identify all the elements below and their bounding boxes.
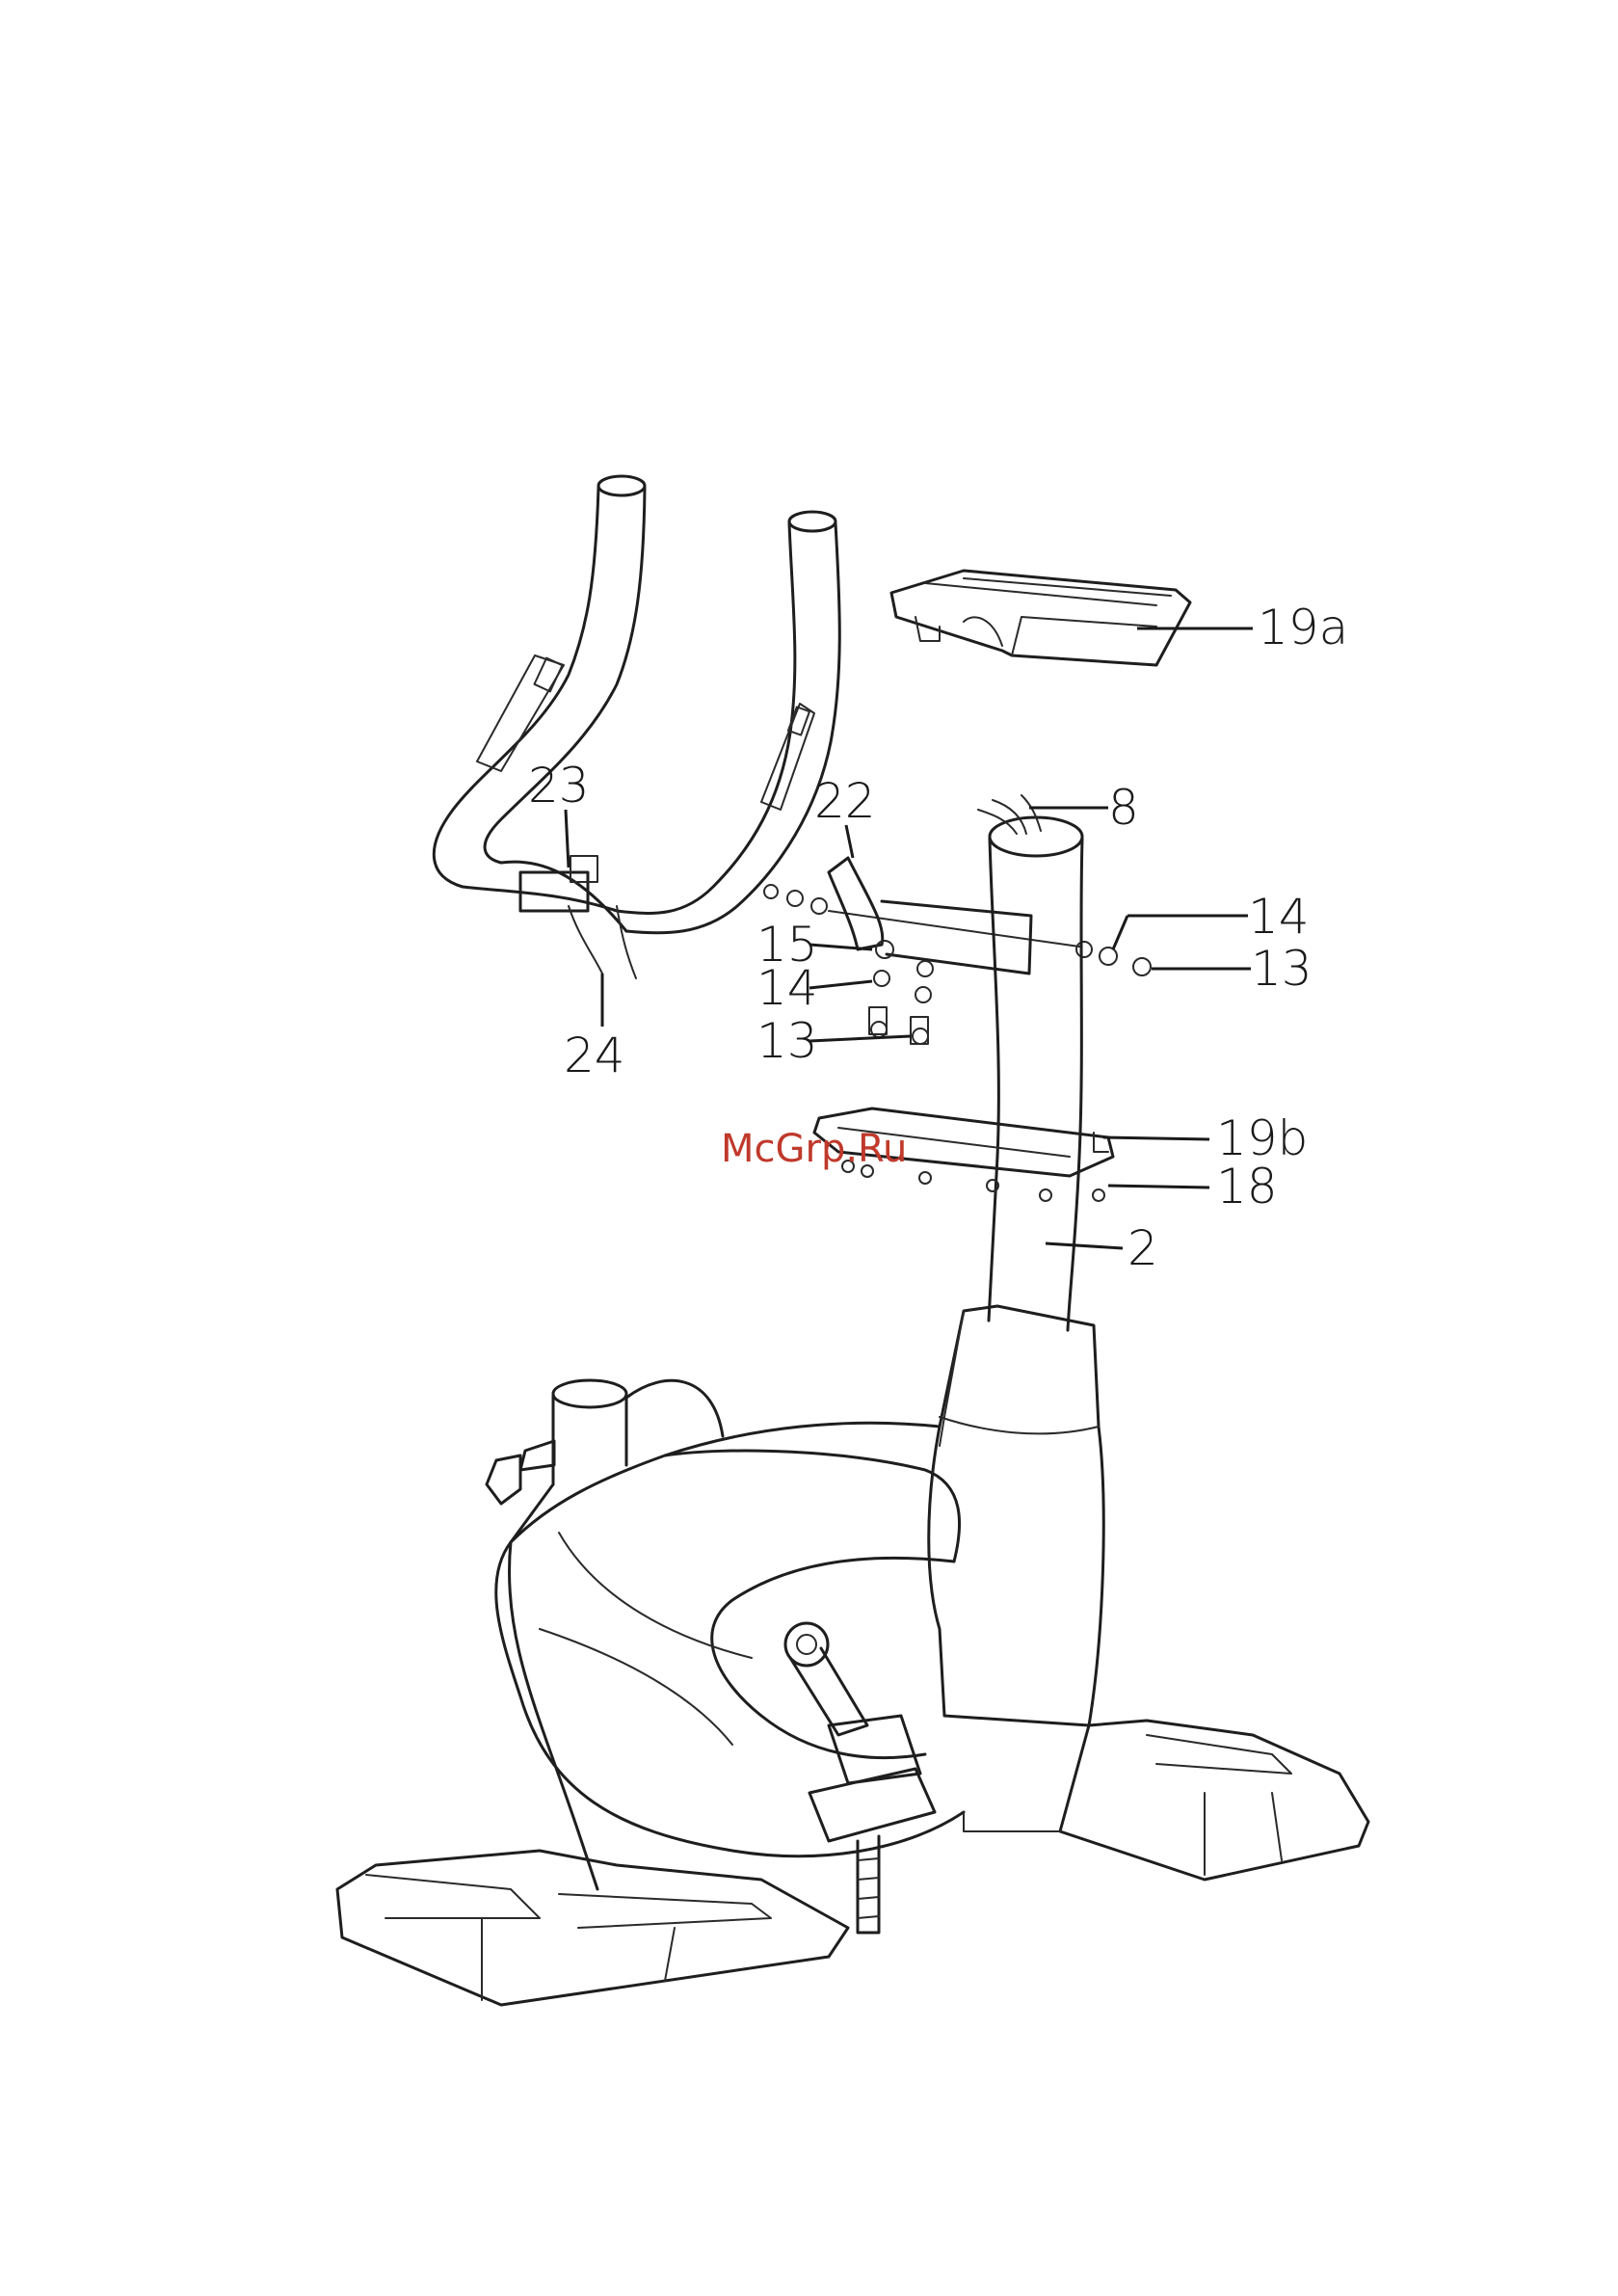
- callout-23: 23: [528, 758, 590, 814]
- bike-frame: [487, 1306, 1103, 1933]
- callout-13-right: 13: [1251, 941, 1313, 997]
- watermark: McGrp.Ru: [721, 1127, 907, 1171]
- callout-22: 22: [814, 773, 876, 829]
- callout-24: 24: [564, 1028, 625, 1083]
- callout-14-left: 14: [756, 960, 818, 1016]
- handlebar: [434, 476, 839, 978]
- callout-19a: 19a: [1258, 600, 1348, 655]
- callout-13-left: 13: [756, 1013, 818, 1069]
- rear-stabilizer-foot: [964, 1721, 1368, 1880]
- upright-post: [978, 795, 1082, 1330]
- console-top-cover: [891, 571, 1190, 665]
- callout-leaders: [566, 628, 1253, 1248]
- bolt-set-upper: [764, 885, 1151, 975]
- callout-14-right: 14: [1248, 889, 1310, 945]
- callout-2: 2: [1127, 1220, 1158, 1276]
- callout-8: 8: [1108, 780, 1139, 836]
- callout-18: 18: [1216, 1159, 1278, 1215]
